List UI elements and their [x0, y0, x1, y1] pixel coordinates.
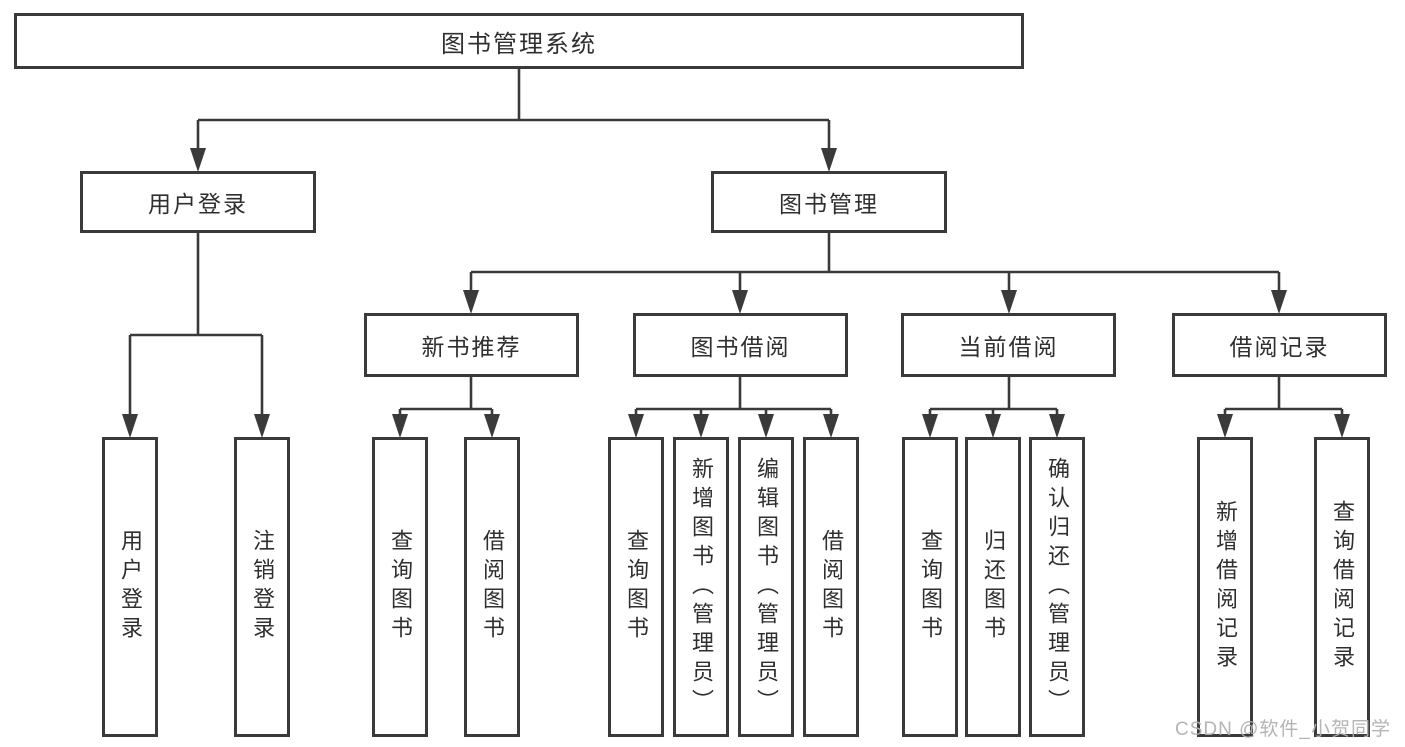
arrow-icon: [190, 148, 206, 172]
arrow-icon: [985, 414, 1001, 438]
arrow-icon: [732, 290, 748, 314]
node-current-borrow: 当前借阅: [901, 313, 1116, 377]
leaf-edit-books-admin: 编辑图书（管理员）: [738, 437, 794, 737]
leaf-query-books-recommend: 查询图书: [372, 437, 428, 737]
arrow-icon: [628, 414, 644, 438]
arrow-icon: [693, 414, 709, 438]
connector-newbooks-to-leaves: [398, 377, 494, 415]
node-label: 借阅图书: [819, 529, 844, 645]
leaf-return-books: 归还图书: [965, 437, 1021, 737]
leaf-add-books-admin: 新增图书（管理员）: [673, 437, 729, 737]
leaf-borrow-books: 借阅图书: [803, 437, 859, 737]
arrow-icon: [463, 290, 479, 314]
leaf-confirm-return-admin: 确认归还（管理员）: [1029, 437, 1085, 737]
node-label: 借阅记录: [1229, 334, 1330, 360]
leaf-add-borrow-record: 新增借阅记录: [1197, 437, 1253, 737]
node-label: 查询借阅记录: [1330, 500, 1355, 674]
arrow-icon: [823, 414, 839, 438]
arrow-icon: [821, 148, 837, 172]
connector-bookborrow-to-leaves: [634, 377, 833, 415]
node-label: 图书借阅: [690, 334, 791, 360]
node-label: 编辑图书（管理员）: [754, 456, 779, 718]
leaf-query-books-current: 查询图书: [902, 437, 958, 737]
connector-bookmgmt-to-level3: [469, 233, 1281, 291]
arrow-icon: [758, 414, 774, 438]
leaf-query-borrow-record: 查询借阅记录: [1314, 437, 1370, 737]
node-label: 图书管理: [779, 191, 879, 217]
arrow-icon: [1334, 414, 1350, 438]
arrow-icon: [392, 414, 408, 438]
csdn-watermark: CSDN @软件_小贺同学: [1175, 719, 1391, 740]
node-label: 新书推荐: [421, 334, 522, 360]
node-label: 借阅图书: [480, 529, 505, 645]
connector-root-to-level2: [196, 69, 831, 150]
node-book-borrow: 图书借阅: [633, 313, 848, 377]
arrow-icon: [254, 414, 270, 438]
node-label: 新增借阅记录: [1213, 500, 1238, 674]
node-label: 注销登录: [250, 529, 275, 645]
node-label: 归还图书: [981, 529, 1006, 645]
node-label: 查询图书: [918, 529, 943, 645]
arrow-icon: [1001, 290, 1017, 314]
connector-borrowrecords-to-leaves: [1223, 377, 1344, 415]
arrow-icon: [922, 414, 938, 438]
arrow-icon: [122, 414, 138, 438]
arrow-icon: [1271, 290, 1287, 314]
node-new-book-recommend: 新书推荐: [364, 313, 579, 377]
node-label: 查询图书: [388, 529, 413, 645]
leaf-logout: 注销登录: [234, 437, 290, 737]
leaf-query-books-borrow: 查询图书: [608, 437, 664, 737]
leaf-borrow-books-recommend: 借阅图书: [464, 437, 520, 737]
node-label: 图书管理系统: [441, 30, 597, 58]
arrowheads: [122, 148, 1350, 438]
leaf-user-login: 用户登录: [102, 437, 158, 737]
arrow-icon: [484, 414, 500, 438]
node-label: 新增图书（管理员）: [689, 456, 714, 718]
node-label: 查询图书: [624, 529, 649, 645]
arrow-icon: [1217, 414, 1233, 438]
node-label: 确认归还（管理员）: [1045, 456, 1070, 718]
arrow-icon: [1049, 414, 1065, 438]
node-label: 用户登录: [148, 191, 248, 217]
node-book-management: 图书管理: [711, 171, 947, 233]
connector-userlogin-to-leaves: [128, 233, 264, 415]
node-label: 当前借阅: [958, 334, 1059, 360]
node-root-system: 图书管理系统: [14, 13, 1024, 69]
node-user-login: 用户登录: [80, 171, 316, 233]
node-label: 用户登录: [118, 529, 143, 645]
connector-currentborrow-to-leaves: [928, 377, 1059, 415]
node-borrow-records: 借阅记录: [1172, 313, 1387, 377]
